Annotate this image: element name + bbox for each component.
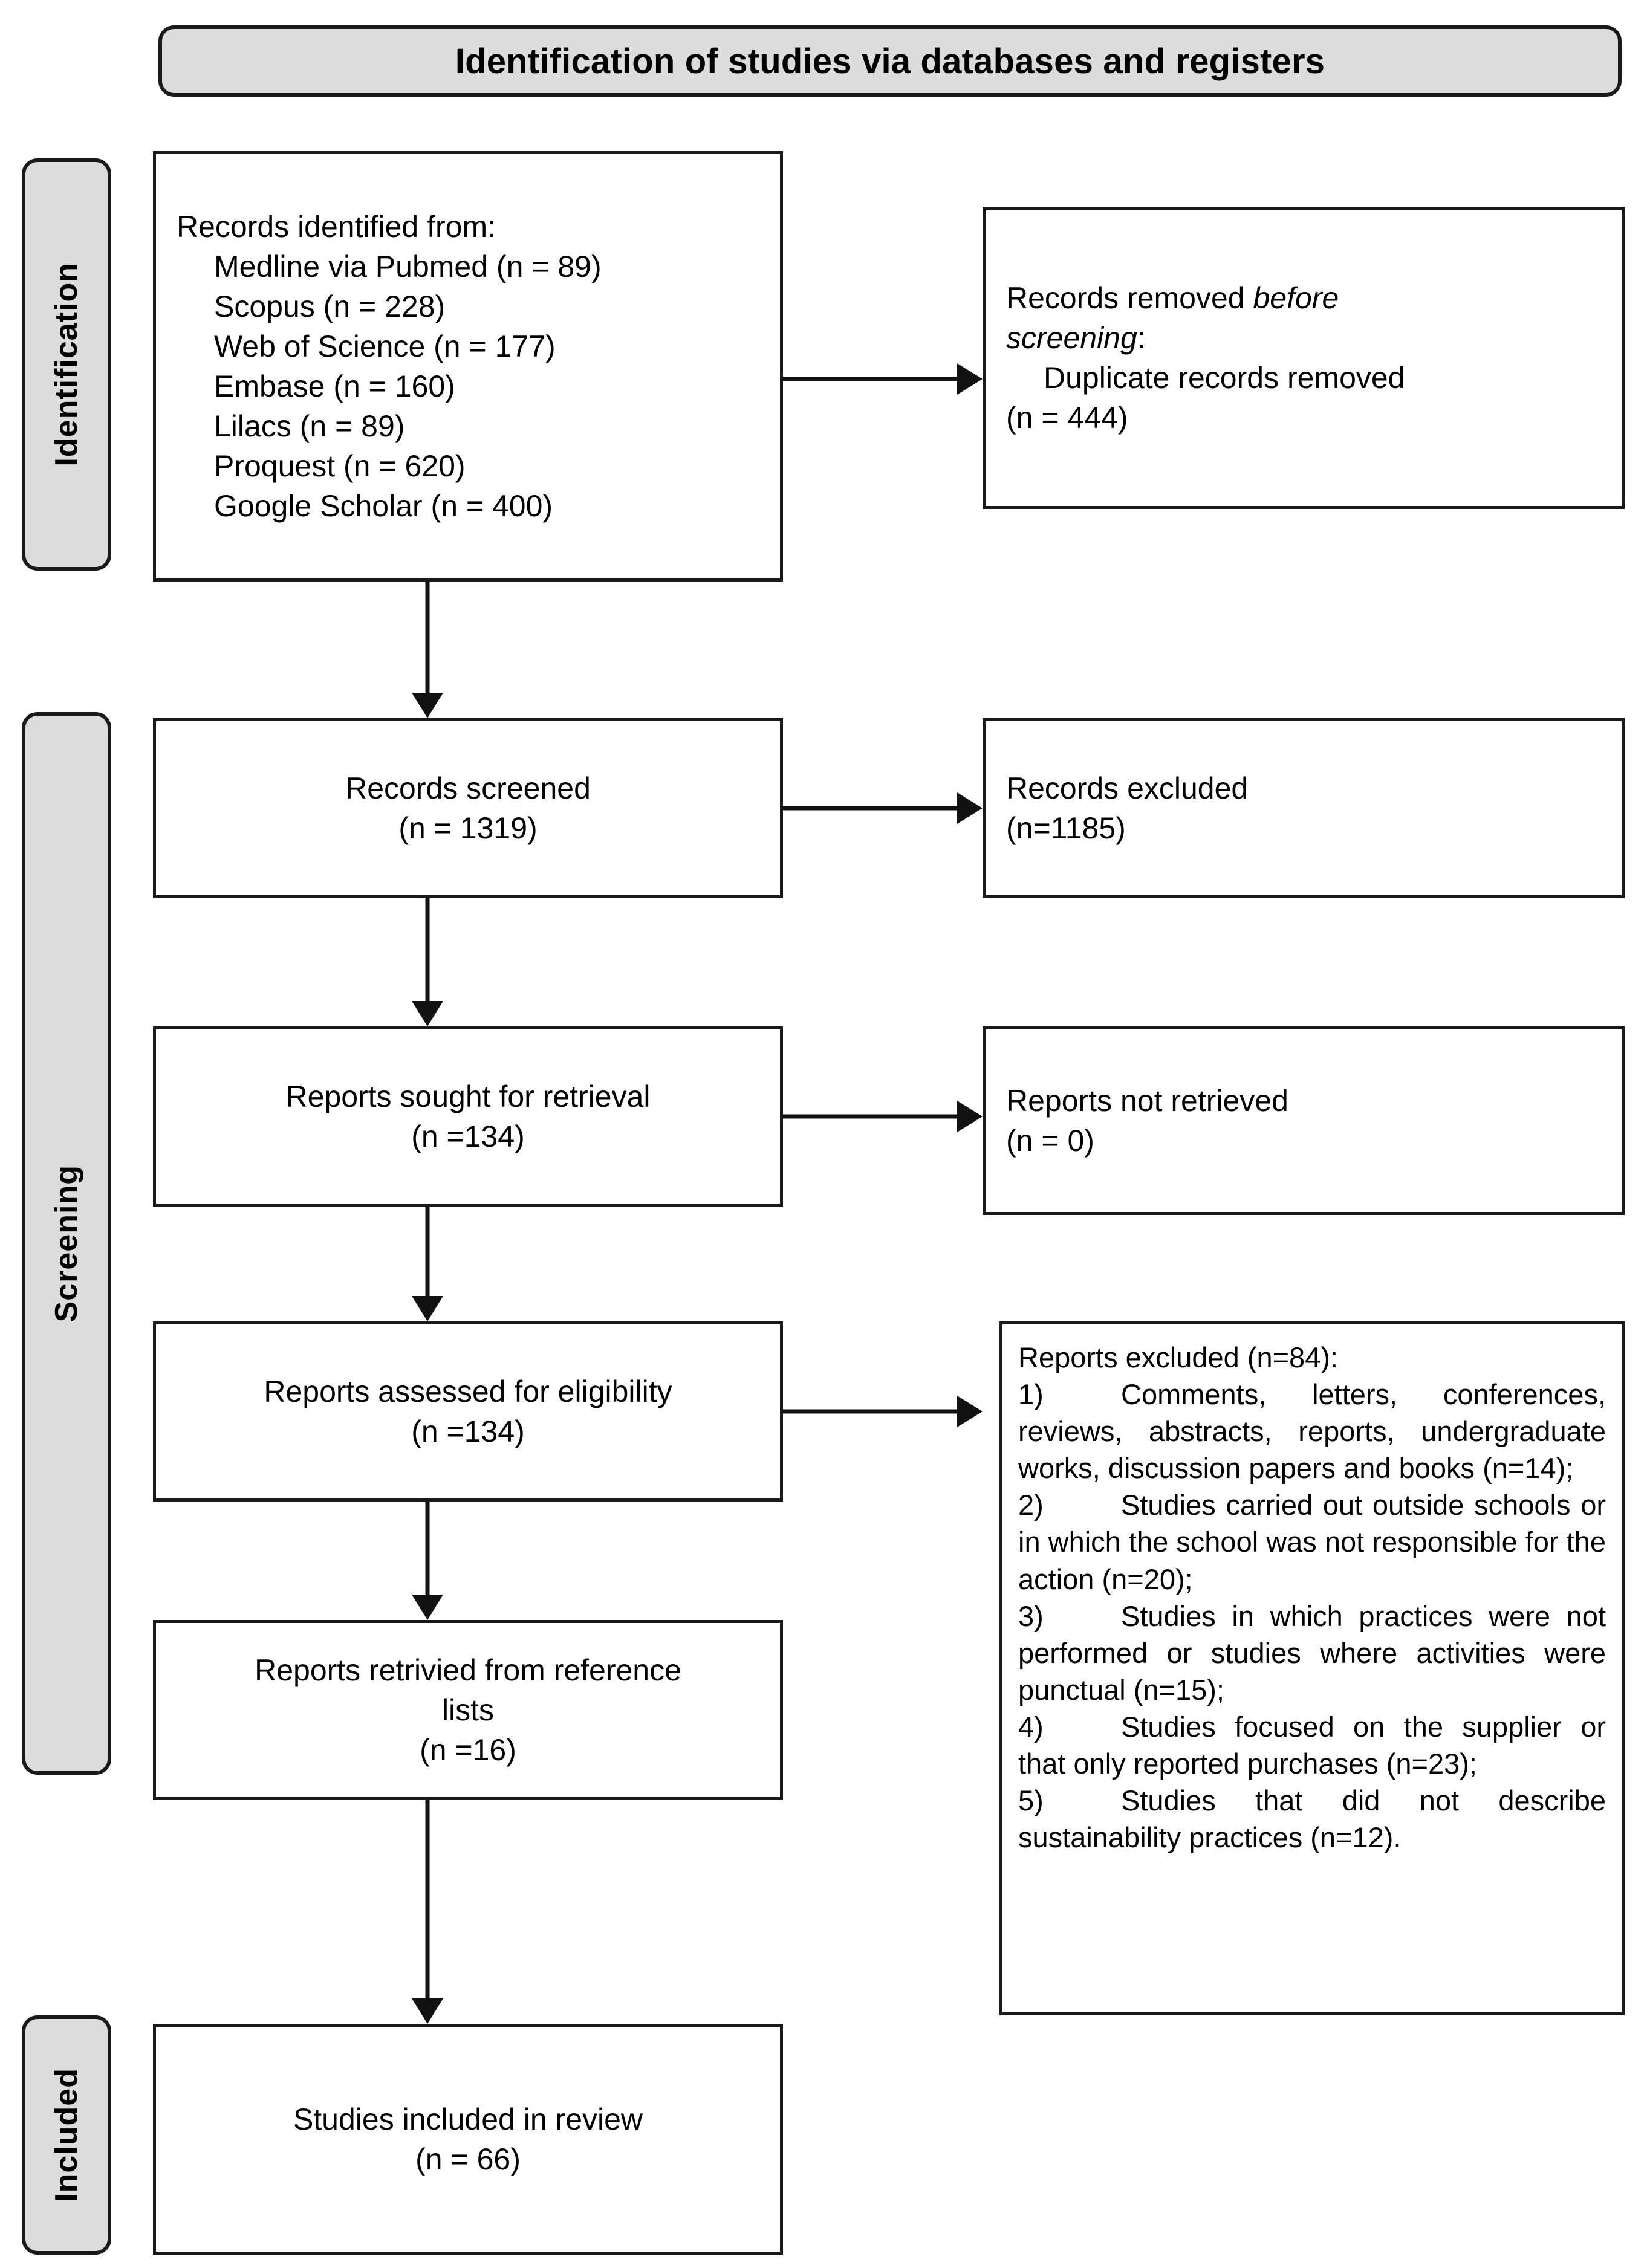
- reason-1-number: 1): [1018, 1378, 1044, 1411]
- source-medline: Medline via Pubmed (n = 89): [214, 250, 602, 284]
- arrow-identified-to-removed: [783, 363, 983, 395]
- source-proquest: Proquest (n = 620): [214, 449, 466, 483]
- arrow-sought-to-assessed: [411, 1207, 444, 1321]
- reports-excluded-heading: Reports excluded (n=84):: [1018, 1341, 1339, 1373]
- arrow-reference-lists-to-included: [411, 1800, 444, 2024]
- removed-heading-line-1: Records removed before: [1006, 278, 1601, 318]
- arrow-assessed-to-reference-lists: [411, 1502, 444, 1620]
- reference-lists-label-line-2: lists: [441, 1693, 495, 1727]
- box-reports-from-reference-lists: Reports retrivied from reference lists (…: [153, 1620, 783, 1800]
- studies-included-label: Studies included in review: [293, 2102, 643, 2136]
- reason-3: 3)Studies in which practices were not pe…: [1018, 1598, 1606, 1708]
- duplicate-records-removed-count: (n = 444): [1006, 401, 1128, 435]
- reason-1: 1)Comments, letters, conferences, review…: [1018, 1376, 1606, 1486]
- reason-3-number: 3): [1018, 1599, 1044, 1632]
- box-records-identified: Records identified from: Medline via Pub…: [153, 151, 783, 582]
- removed-heading-italic: before: [1253, 281, 1339, 315]
- reports-not-retrieved-count: (n = 0): [1006, 1124, 1094, 1158]
- arrow-assessed-to-reports-excluded: [783, 1395, 983, 1428]
- reason-2-text: Studies carried out outside schools or i…: [1018, 1489, 1606, 1595]
- studies-included-count: (n = 66): [415, 2142, 521, 2176]
- arrow-screened-to-excluded: [783, 792, 983, 825]
- source-embase: Embase (n = 160): [214, 369, 455, 403]
- reason-5-number: 5): [1018, 1784, 1044, 1817]
- arrow-sought-to-not-retrieved: [783, 1100, 983, 1133]
- stage-label-identification: Identification: [22, 158, 111, 571]
- removed-heading-plain: Records removed: [1006, 281, 1253, 315]
- stage-label-identification-text: Identification: [49, 262, 84, 467]
- reports-assessed-count: (n =134): [411, 1414, 525, 1448]
- reason-2: 2)Studies carried out outside schools or…: [1018, 1486, 1606, 1597]
- diagram-title-text: Identification of studies via databases …: [455, 41, 1325, 81]
- box-reports-assessed: Reports assessed for eligibility (n =134…: [153, 1321, 783, 1502]
- records-screened-count: (n = 1319): [398, 811, 538, 845]
- records-excluded-count: (n=1185): [1006, 811, 1126, 845]
- box-reports-excluded-reasons: Reports excluded (n=84): 1)Comments, let…: [999, 1321, 1625, 2015]
- removed-heading-italic-2: screening: [1006, 321, 1137, 355]
- arrow-screened-to-sought: [411, 898, 444, 1026]
- stage-label-included: Included: [22, 2015, 111, 2255]
- reason-1-text: Comments, letters, conferences, reviews,…: [1018, 1378, 1606, 1485]
- duplicate-records-removed-label: Duplicate records removed: [1044, 361, 1405, 395]
- reason-5: 5)Studies that did not describe sustaina…: [1018, 1782, 1606, 1856]
- reference-lists-label-line-1: Reports retrivied from reference: [255, 1653, 681, 1687]
- reports-sought-count: (n =134): [411, 1119, 525, 1153]
- removed-heading-line-2: screening:: [1006, 318, 1601, 358]
- records-identified-heading: Records identified from:: [177, 210, 496, 244]
- box-reports-not-retrieved: Reports not retrieved (n = 0): [983, 1026, 1625, 1215]
- stage-label-included-text: Included: [49, 2068, 84, 2202]
- box-records-excluded: Records excluded (n=1185): [983, 718, 1625, 898]
- reason-4: 4)Studies focused on the supplier or tha…: [1018, 1708, 1606, 1782]
- source-scopus: Scopus (n = 228): [214, 290, 446, 323]
- reason-3-text: Studies in which practices were not perf…: [1018, 1599, 1606, 1706]
- box-records-screened: Records screened (n = 1319): [153, 718, 783, 898]
- box-records-removed-before-screening: Records removed before screening: Duplic…: [983, 207, 1625, 509]
- stage-label-screening-text: Screening: [49, 1164, 84, 1323]
- source-google-scholar: Google Scholar (n = 400): [214, 489, 553, 523]
- records-screened-label: Records screened: [345, 771, 591, 805]
- reports-assessed-label: Reports assessed for eligibility: [264, 1375, 672, 1408]
- records-excluded-label: Records excluded: [1006, 771, 1249, 805]
- reports-not-retrieved-label: Reports not retrieved: [1006, 1084, 1288, 1118]
- box-reports-sought: Reports sought for retrieval (n =134): [153, 1026, 783, 1207]
- stage-label-screening: Screening: [22, 712, 111, 1775]
- reason-4-number: 4): [1018, 1710, 1044, 1743]
- removed-heading-colon: :: [1137, 321, 1146, 355]
- diagram-title-banner: Identification of studies via databases …: [158, 25, 1622, 97]
- reports-sought-label: Reports sought for retrieval: [285, 1080, 651, 1113]
- reference-lists-count: (n =16): [420, 1733, 516, 1767]
- source-web-of-science: Web of Science (n = 177): [214, 329, 556, 363]
- arrow-identified-to-screened: [411, 582, 444, 718]
- reason-2-number: 2): [1018, 1489, 1044, 1521]
- box-studies-included: Studies included in review (n = 66): [153, 2024, 783, 2255]
- source-lilacs: Lilacs (n = 89): [214, 409, 405, 443]
- reason-5-text: Studies that did not describe sustainabi…: [1018, 1784, 1606, 1854]
- reason-4-text: Studies focused on the supplier or that …: [1018, 1710, 1606, 1780]
